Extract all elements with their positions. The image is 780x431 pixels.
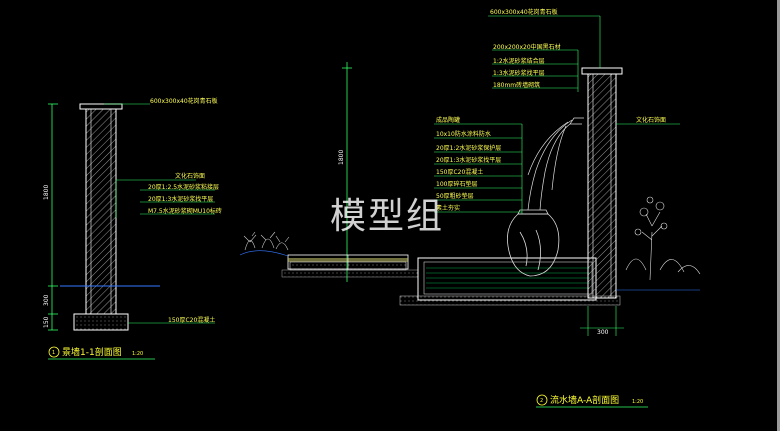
flowing-wall: [581, 67, 623, 299]
right-title-circle: [536, 394, 548, 406]
right-top-note-1: 1:2水泥砂浆结合层: [493, 57, 545, 65]
right-top-note: 600x300x40花岗青石板: [490, 8, 558, 16]
right-scale: 1:20: [632, 399, 643, 405]
right-left-note-6: 50厚粗砂垫层: [436, 192, 474, 200]
pottery-urn: [507, 209, 560, 277]
shrubs-left: [239, 231, 290, 257]
left-note-1: 20厚1:2.5水泥砂浆粘接层: [148, 183, 219, 191]
right-left-note-3: 20厚1:3水泥砂浆找平层: [436, 156, 501, 164]
right-left-note-7: 素土夯实: [436, 204, 460, 212]
right-left-note-4: 150厚C20混凝土: [436, 168, 483, 176]
right-frame-border: [777, 0, 780, 431]
right-top-note-2: 1:3水泥砂浆找平层: [493, 69, 545, 77]
water-flow: [527, 117, 584, 211]
left-footing: [73, 313, 129, 331]
left-title-number: 1: [52, 350, 55, 356]
watermark: 模型组: [330, 196, 444, 237]
right-side-note: 文化石饰面: [636, 116, 666, 124]
left-dim-300: 300: [43, 294, 50, 306]
pool: [399, 257, 621, 306]
right-left-note-1: 10x10防水涂料防水: [436, 130, 491, 138]
right-title-number: 2: [540, 398, 543, 404]
left-wall-body: [85, 108, 117, 315]
left-note-3: M7.5水泥砂浆砌MU10标砖: [148, 207, 222, 215]
section-left: 1800 300 150 600x300x40花岗青石板 文化石饰面 20厚1:…: [43, 97, 222, 360]
left-scale: 1:20: [132, 351, 143, 357]
left-note-0: 文化石饰面: [175, 172, 205, 180]
left-title-circle: [48, 346, 60, 358]
right-top-note-3: 180mm砖墙砌筑: [493, 81, 540, 89]
section-right: 1800: [239, 8, 701, 408]
left-wall-cap: [79, 103, 123, 110]
left-note-2: 20厚1:3水泥砂浆找平层: [148, 195, 213, 203]
right-title: 流水墙A-A剖面图: [550, 394, 619, 406]
right-dim-300: 300: [597, 329, 609, 336]
left-title: 景墙1-1剖面图: [62, 346, 122, 358]
left-base-note: 150厚C20混凝土: [168, 316, 215, 324]
plants-right: [616, 196, 701, 291]
paving-strip: [281, 254, 419, 278]
left-dim-150: 150: [43, 316, 50, 328]
right-left-note-2: 20厚1:2水泥砂浆保护层: [436, 144, 501, 152]
right-left-note-0: 成品陶罐: [436, 116, 460, 124]
right-top-note-0: 200x200x20中国黑石材: [493, 43, 561, 51]
right-dim-1800: 1800: [338, 150, 345, 165]
left-top-note: 600x300x40花岗青石板: [150, 97, 218, 105]
left-dim-1800: 1800: [43, 185, 50, 200]
right-left-note-5: 100厚碎石垫层: [436, 180, 477, 188]
